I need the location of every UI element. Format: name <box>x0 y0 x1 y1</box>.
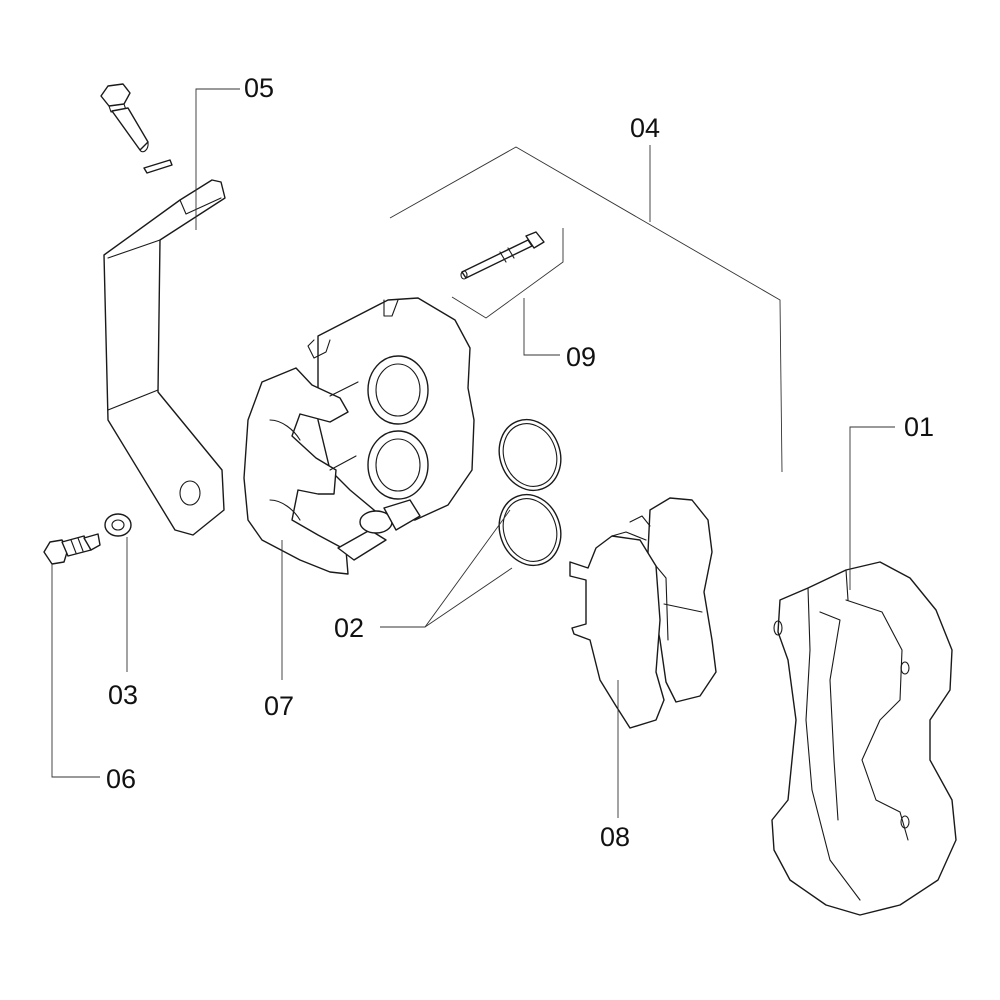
part-06-bleeder-screw <box>43 533 101 565</box>
part-01-caliper-outer <box>771 561 957 916</box>
outer-caliper-hole-upper <box>900 661 910 675</box>
bracket-mounting-hole <box>179 480 201 506</box>
leader-09 <box>451 228 564 319</box>
lower-seal <box>498 493 562 567</box>
leader-05 <box>195 88 240 230</box>
bracket-bolt-shank <box>111 107 149 151</box>
callout-01: 01 <box>904 412 934 442</box>
bracket-washer <box>143 159 173 174</box>
part-07-caliper-half <box>243 297 475 575</box>
caliper-mounting-face <box>243 367 349 575</box>
part-02-piston-seals <box>498 418 562 567</box>
bracket-arm <box>103 179 226 536</box>
leader-04 <box>389 146 783 473</box>
callout-labels: 05 04 09 01 02 03 07 06 08 <box>106 73 934 852</box>
leader-01 <box>849 426 895 590</box>
part-03-copper-washer <box>104 513 132 537</box>
lower-piston-bore <box>367 430 429 500</box>
callout-06: 06 <box>106 764 136 794</box>
part-08-brake-pads <box>569 497 717 729</box>
callout-08: 08 <box>600 822 630 852</box>
leader-06 <box>51 564 100 778</box>
front-brake-pad <box>569 535 665 729</box>
callout-07: 07 <box>264 691 294 721</box>
callout-05: 05 <box>244 73 274 103</box>
leader-lines <box>51 88 895 818</box>
callout-04: 04 <box>630 113 660 143</box>
bracket-bolt-head <box>100 83 131 107</box>
upper-seal <box>498 418 562 492</box>
outer-caliper-body <box>771 561 957 916</box>
upper-piston-bore <box>367 355 429 425</box>
part-05-bracket-assembly <box>100 83 226 536</box>
outer-caliper-hole-lower <box>900 815 910 829</box>
piston-rod <box>337 529 387 561</box>
callout-03: 03 <box>108 680 138 710</box>
callout-09: 09 <box>566 342 596 372</box>
part-09-pad-pin <box>460 231 545 280</box>
callout-02: 02 <box>334 613 364 643</box>
